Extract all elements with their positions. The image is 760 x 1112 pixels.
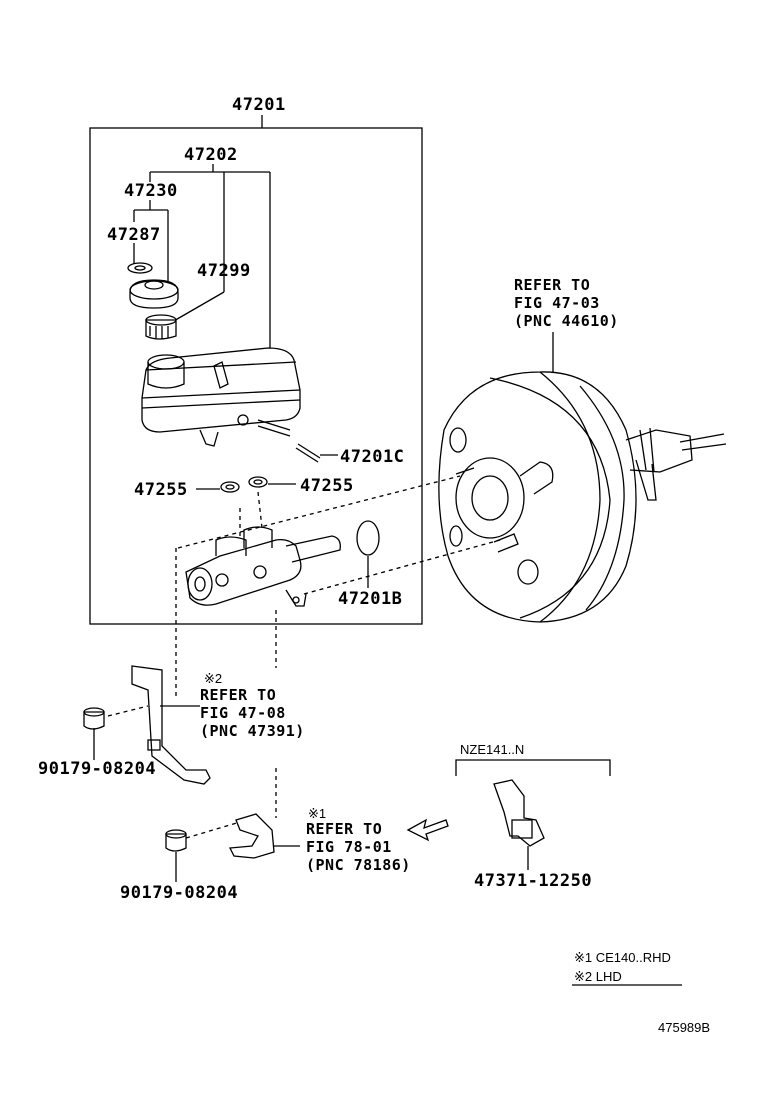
bracket-upper-ref-line-2[interactable]: FIG 47-08 (200, 704, 286, 722)
callout-47371[interactable]: 47371-12250 (474, 871, 592, 891)
arrow-icon (406, 818, 449, 842)
bracket-lower-mark: ※1 (308, 806, 326, 821)
variant-label: NZE141..N (460, 742, 524, 757)
booster-ref-line-1[interactable]: REFER TO (514, 276, 590, 294)
bracket-lower-ref-line-3[interactable]: (PNC 78186) (306, 856, 411, 874)
bracket-lower-ref-line-2[interactable]: FIG 78-01 (306, 838, 392, 856)
pin-icon[interactable] (295, 443, 321, 463)
callout-47230[interactable]: 47230 (124, 181, 178, 201)
nut-lower-icon[interactable] (165, 829, 187, 852)
callout-90179-upper[interactable]: 90179-08204 (38, 759, 156, 779)
grommet-left-icon[interactable] (220, 481, 240, 493)
cap-gasket-icon[interactable] (127, 262, 153, 274)
booster-icon[interactable] (438, 371, 727, 623)
bracket-upper-ref-line-1[interactable]: REFER TO (200, 686, 276, 704)
bracket-upper-icon[interactable] (131, 665, 211, 785)
strainer-icon[interactable] (145, 314, 177, 340)
callout-47201c[interactable]: 47201C (340, 447, 404, 467)
reservoir-cap-icon[interactable] (129, 279, 179, 309)
master-cylinder-icon[interactable] (185, 526, 341, 607)
callout-47299[interactable]: 47299 (197, 261, 251, 281)
callout-47201[interactable]: 47201 (232, 95, 286, 115)
callout-90179-lower[interactable]: 90179-08204 (120, 883, 238, 903)
nut-upper-icon[interactable] (83, 707, 105, 730)
callout-47287[interactable]: 47287 (107, 225, 161, 245)
switch-icon[interactable] (493, 779, 545, 847)
bracket-upper-ref-line-3[interactable]: (PNC 47391) (200, 722, 305, 740)
legend-item-1: ※1 CE140..RHD (574, 950, 671, 965)
callout-47201b[interactable]: 47201B (338, 589, 402, 609)
booster-ref-line-2[interactable]: FIG 47-03 (514, 294, 600, 312)
bracket-lower-icon[interactable] (228, 813, 300, 859)
booster-ref-line-3[interactable]: (PNC 44610) (514, 312, 619, 330)
callout-47255-right[interactable]: 47255 (300, 476, 354, 496)
oring-icon[interactable] (356, 520, 380, 556)
legend-item-2: ※2 LHD (574, 969, 622, 984)
bracket-upper-mark: ※2 (204, 671, 222, 686)
assembly-frame (89, 127, 423, 625)
grommet-right-icon[interactable] (248, 476, 268, 488)
figure-id: 475989B (658, 1020, 710, 1035)
bracket-lower-ref-line-1[interactable]: REFER TO (306, 820, 382, 838)
reservoir-icon[interactable] (141, 347, 301, 447)
callout-47255-left[interactable]: 47255 (134, 480, 188, 500)
callout-47202[interactable]: 47202 (184, 145, 238, 165)
